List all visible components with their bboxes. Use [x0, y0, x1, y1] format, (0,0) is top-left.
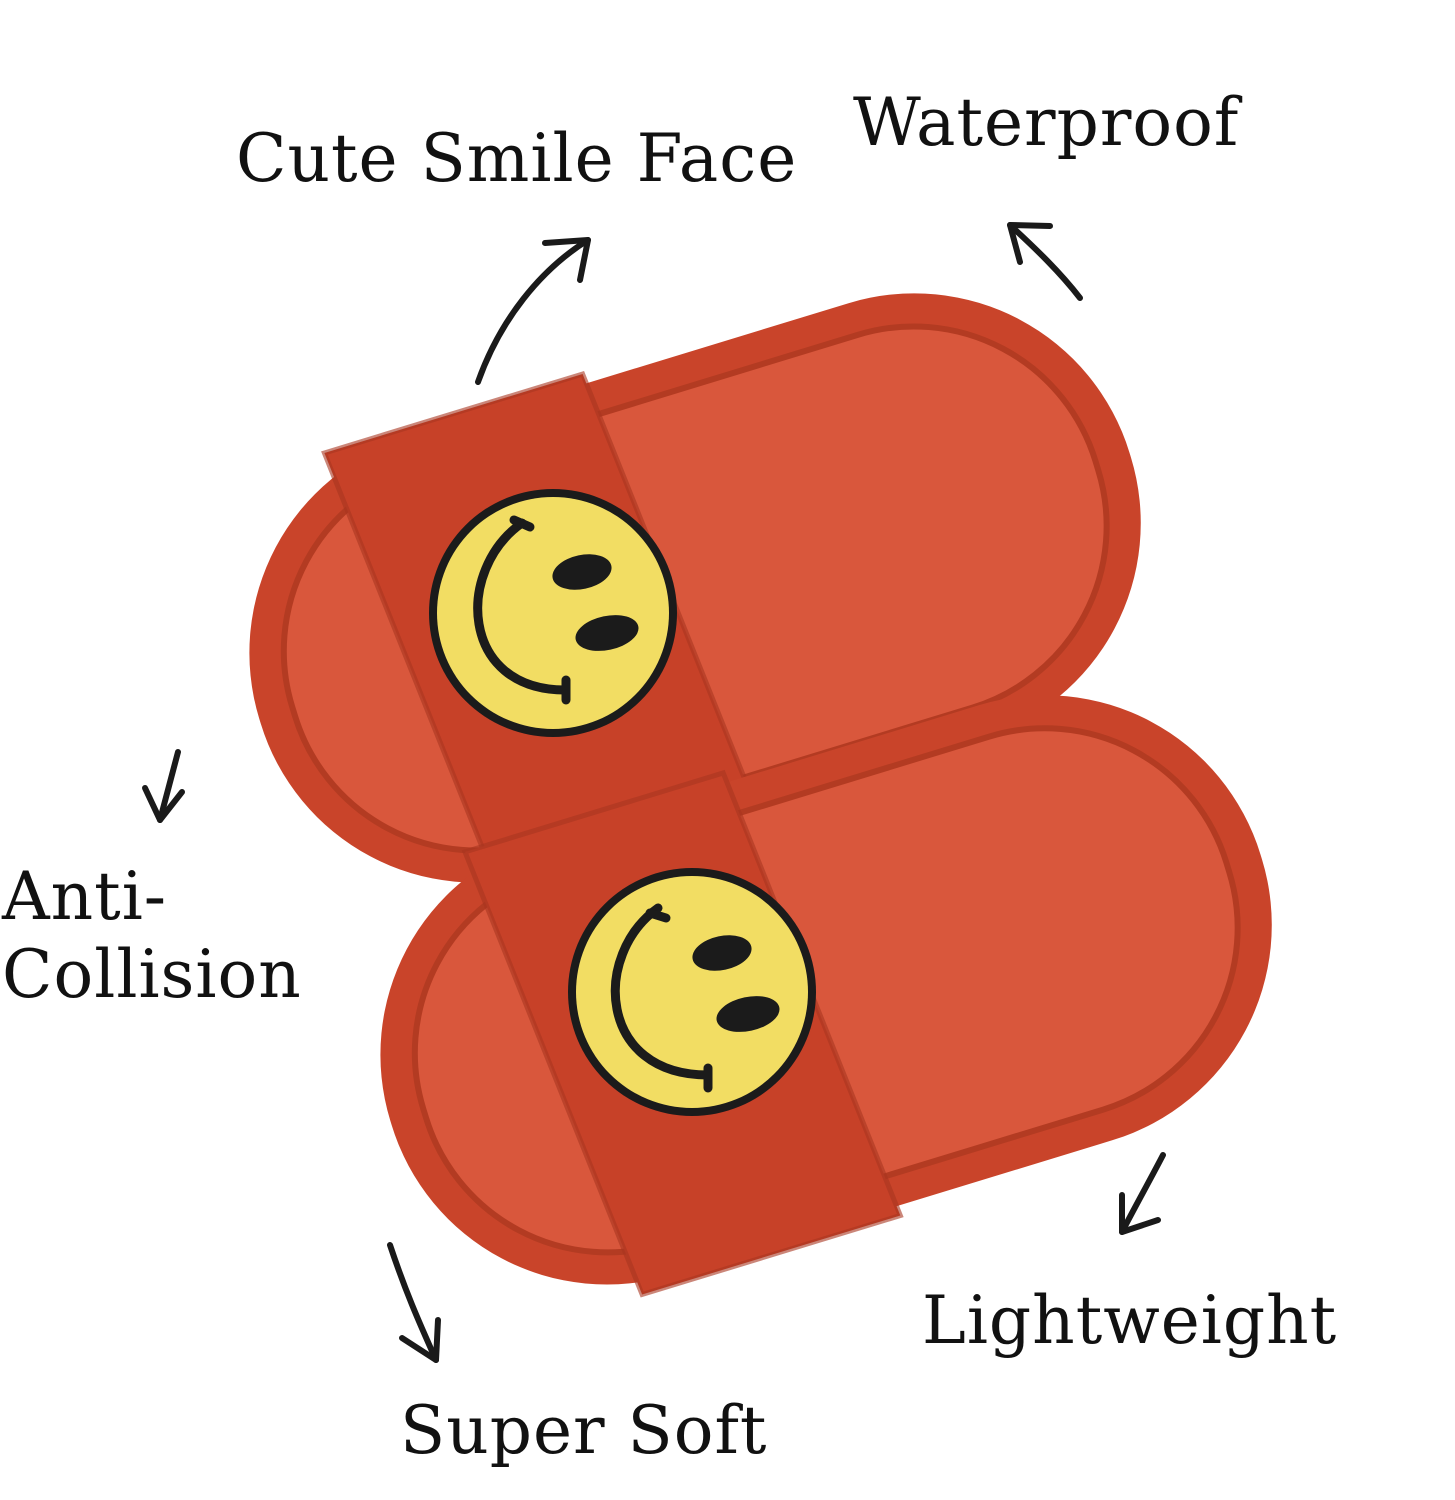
label-lightweight: Lightweight	[922, 1282, 1338, 1359]
slide-top	[249, 293, 1141, 899]
arrow-cute-face-head	[542, 237, 591, 283]
arrow-super-soft-head	[399, 1317, 441, 1363]
label-cute-smile-face: Cute Smile Face	[236, 120, 798, 197]
label-anti-collision: Anti- Collision	[2, 858, 302, 1014]
label-super-soft: Super Soft	[400, 1392, 768, 1469]
arrow-waterproof-head	[1007, 222, 1053, 265]
label-anti-collision-line1: Anti-	[2, 858, 168, 935]
arrow-super-soft	[387, 1242, 439, 1363]
arrow-lightweight-head	[1119, 1192, 1161, 1235]
arrow-anti-collision-head	[142, 785, 185, 823]
label-waterproof: Waterproof	[853, 84, 1240, 161]
smiley-badge-bottom	[568, 868, 816, 1116]
arrow-lightweight	[1119, 1152, 1166, 1235]
arrow-waterproof	[1007, 222, 1083, 301]
arrow-cute-face	[475, 237, 591, 385]
smiley-badge-top	[429, 489, 677, 737]
label-anti-collision-line2: Collision	[2, 936, 302, 1013]
